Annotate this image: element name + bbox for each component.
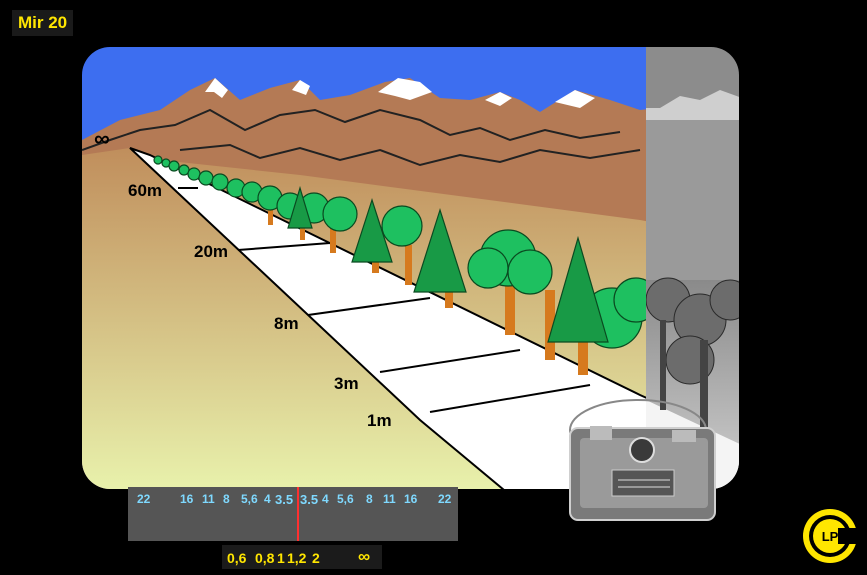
aperture-left-16: 16: [180, 492, 194, 506]
aperture-right-8: 8: [366, 492, 373, 506]
distance-label-60m: 60m: [128, 181, 163, 200]
pine-trees: [287, 185, 609, 343]
aperture-left-4: 4: [264, 492, 271, 506]
grayscale-landscape: [646, 47, 739, 489]
aperture-left-22: 22: [137, 492, 151, 506]
focus-index-mark: [297, 487, 299, 541]
depth-of-field-scale: 22 16 11 8 5,6 4 3.5 3.5 4 5,6 8 11 16 2…: [128, 487, 458, 541]
distance-label-3m: 3m: [334, 374, 359, 393]
distance-label-1m: 1m: [367, 411, 392, 430]
distance-0-8: 0,8: [255, 550, 275, 566]
distance-2: 2: [312, 550, 320, 566]
camera-icon: [569, 399, 716, 521]
lp-logo: LP: [803, 509, 858, 563]
aperture-right-5-6: 5,6: [337, 492, 354, 506]
page-title: Mir 20: [12, 10, 74, 36]
distance-1: 1: [277, 550, 285, 566]
tree-row: [153, 155, 646, 349]
snow-cap: [485, 92, 512, 106]
snow-cap: [555, 90, 595, 108]
aperture-right-3-5: 3.5: [300, 492, 319, 507]
distance-0-6: 0,6: [227, 550, 247, 566]
distance-label-20m: 20m: [194, 242, 229, 261]
aperture-left-5-6: 5,6: [241, 492, 258, 506]
aperture-left-8: 8: [223, 492, 230, 506]
aperture-right-22: 22: [438, 492, 452, 506]
aperture-left-11: 11: [202, 492, 215, 506]
distance-infinity: ∞: [358, 547, 371, 566]
aperture-right-4: 4: [322, 492, 329, 506]
aperture-left-3-5: 3.5: [275, 492, 294, 507]
color-landscape: [82, 47, 646, 489]
snow-cap: [205, 78, 228, 98]
snow-cap: [292, 80, 310, 95]
logo-text: LP: [822, 529, 839, 544]
aperture-right-16: 16: [404, 492, 418, 506]
distance-scale: 0,6 0,8 1 1,2 2 ∞: [222, 545, 382, 569]
aperture-right-11: 11: [383, 492, 396, 506]
infinity-label: ∞: [94, 126, 110, 151]
distance-label-8m: 8m: [274, 314, 299, 333]
snow-cap: [378, 78, 432, 100]
distance-1-2: 1,2: [287, 550, 307, 566]
